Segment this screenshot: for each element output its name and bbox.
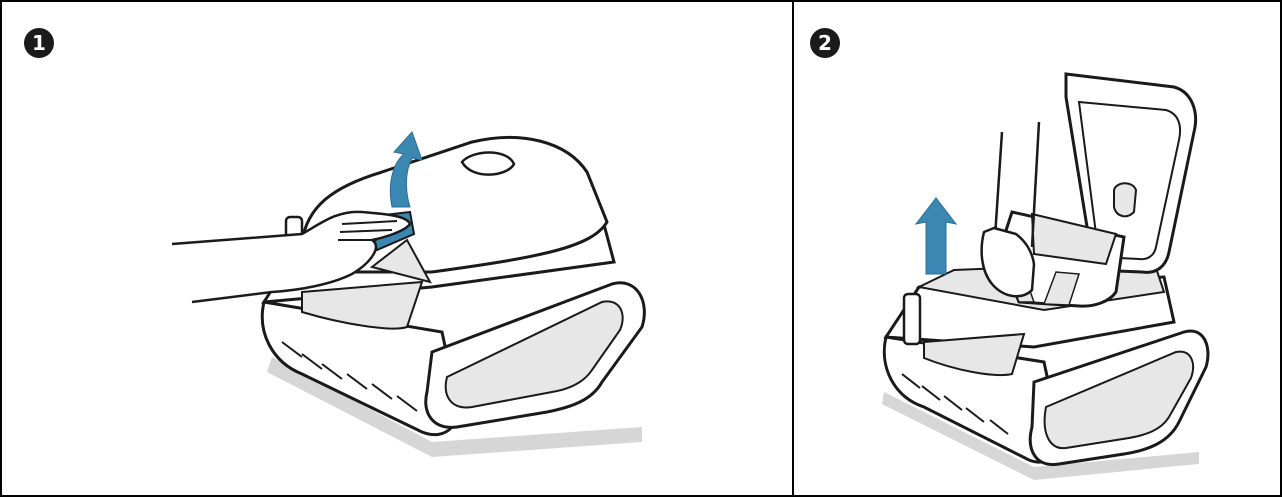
lid-handle xyxy=(462,153,514,175)
filter-basket-removal-illustration xyxy=(794,2,1280,495)
step-panel-1: 1 xyxy=(0,0,794,497)
lid-clip xyxy=(1114,183,1136,216)
step-panel-2: 2 xyxy=(792,0,1282,497)
up-arrow-icon xyxy=(916,198,956,274)
swivel-connector xyxy=(904,294,920,344)
robot-lid-open-illustration xyxy=(2,2,792,495)
